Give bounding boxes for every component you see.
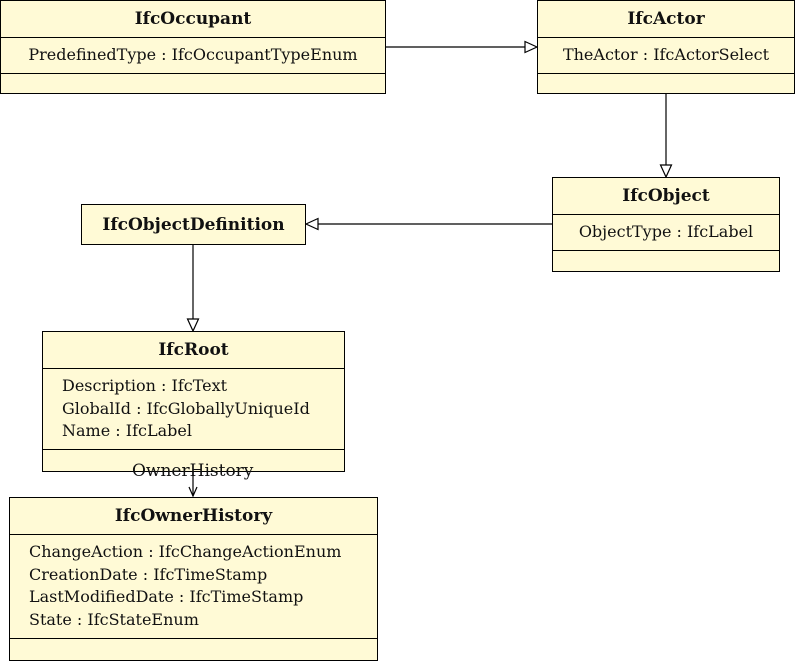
generalization-arrowhead-icon	[524, 40, 539, 54]
class-ifcownerhistory[interactable]: IfcOwnerHistory ChangeAction : IfcChange…	[9, 497, 378, 661]
class-operations	[553, 251, 779, 267]
class-attributes: PredefinedType : IfcOccupantTypeEnum	[1, 38, 385, 74]
attribute: ChangeAction : IfcChangeActionEnum	[29, 542, 342, 561]
class-attributes: Description : IfcText GlobalId : IfcGlob…	[43, 369, 344, 451]
attribute: State : IfcStateEnum	[29, 610, 199, 630]
attribute: GlobalId : IfcGloballyUniqueId	[62, 398, 310, 418]
attribute: TheActor : IfcActorSelect	[562, 45, 770, 64]
class-operations	[1, 74, 385, 90]
generalization-arrowhead-icon	[186, 318, 200, 333]
class-name: IfcOwnerHistory	[10, 498, 377, 535]
class-attributes: ObjectType : IfcLabel	[553, 215, 779, 251]
attribute: ObjectType : IfcLabel	[578, 222, 754, 241]
class-ifcobjectdefinition[interactable]: IfcObjectDefinition	[81, 204, 306, 245]
class-ifcobject[interactable]: IfcObject ObjectType : IfcLabel	[552, 177, 780, 272]
attribute: PredefinedType : IfcOccupantTypeEnum	[28, 45, 358, 64]
class-attributes: TheActor : IfcActorSelect	[538, 38, 794, 74]
generalization-arrowhead-icon	[659, 164, 673, 179]
association-label: OwnerHistory	[132, 461, 254, 481]
class-ifcactor[interactable]: IfcActor TheActor : IfcActorSelect	[537, 0, 795, 94]
class-name: IfcActor	[538, 1, 794, 38]
generalization-arrowhead-icon	[304, 217, 319, 231]
attribute: LastModifiedDate : IfcTimeStamp	[29, 587, 304, 607]
class-ifcroot[interactable]: IfcRoot Description : IfcText GlobalId :…	[42, 331, 345, 472]
attribute: CreationDate : IfcTimeStamp	[29, 564, 268, 584]
class-name: IfcOccupant	[1, 1, 385, 38]
class-ifcoccupant[interactable]: IfcOccupant PredefinedType : IfcOccupant…	[0, 0, 386, 94]
class-name: IfcObjectDefinition	[102, 215, 285, 235]
association-arrowhead-icon	[188, 486, 198, 498]
attribute: Description : IfcText	[62, 376, 228, 395]
class-operations	[538, 74, 794, 90]
class-operations	[10, 639, 377, 655]
class-name: IfcRoot	[43, 332, 344, 369]
class-name: IfcObject	[553, 178, 779, 215]
class-attributes: ChangeAction : IfcChangeActionEnum Creat…	[10, 535, 377, 639]
attribute: Name : IfcLabel	[62, 421, 192, 441]
